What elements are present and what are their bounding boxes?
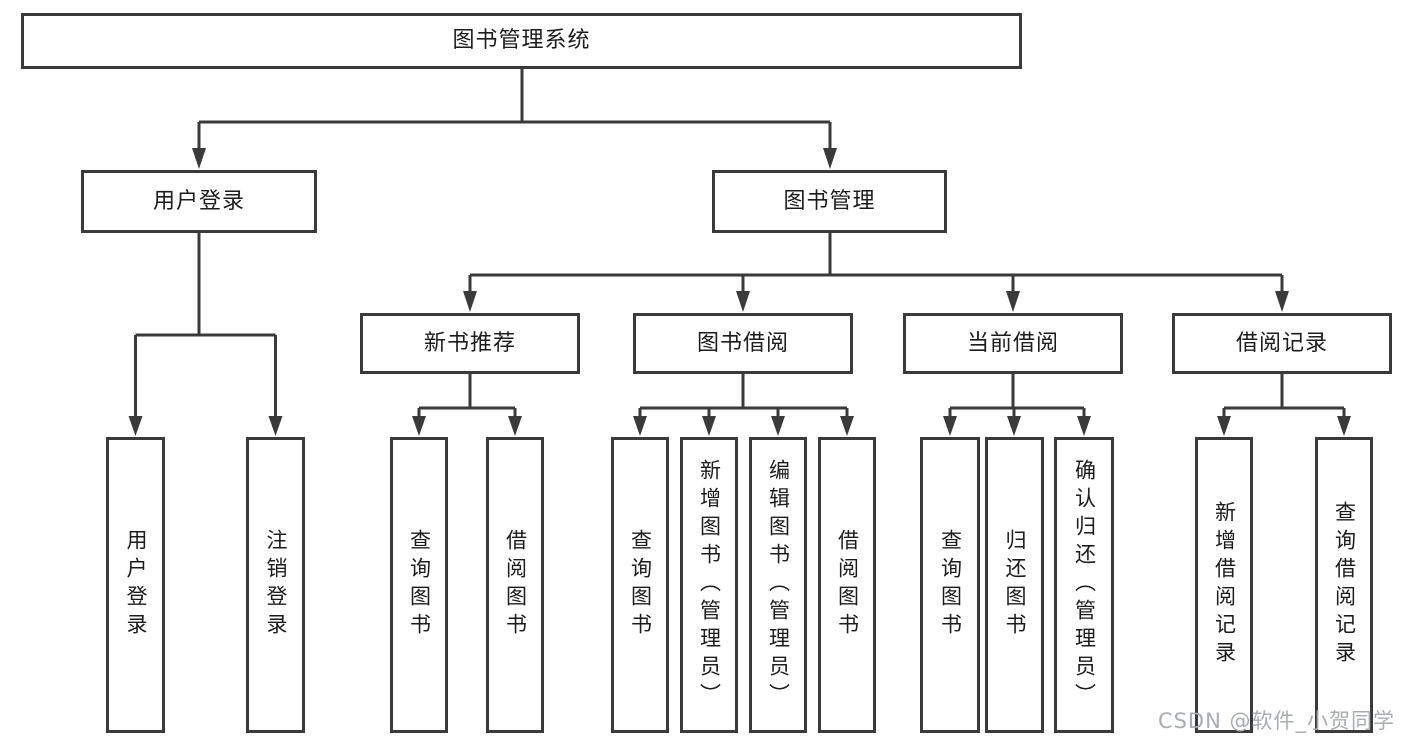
- connector-book-mgmt-branch: [468, 233, 1284, 293]
- node-book-management: 图书管理: [712, 170, 947, 233]
- leaf-user-login: 用户登录: [106, 437, 165, 733]
- leaf-query-books-recommend: 查询图书: [390, 437, 448, 733]
- connector-borrow-branch: [638, 374, 849, 418]
- arrowhead: [1006, 291, 1020, 312]
- leaf-query-borrow-record: 查询借阅记录: [1315, 437, 1373, 733]
- leaf-logout: 注销登录: [246, 437, 305, 733]
- arrowhead: [463, 291, 477, 312]
- leaf-add-borrow-record: 新增借阅记录: [1195, 437, 1253, 733]
- leaf-add-book-admin: 新增图书（管理员）: [680, 437, 738, 733]
- arrowhead: [192, 148, 206, 169]
- arrowhead: [823, 148, 837, 169]
- node-current-borrow: 当前借阅: [903, 313, 1123, 374]
- arrowhead: [771, 416, 785, 436]
- node-root-system: 图书管理系统: [21, 13, 1022, 69]
- connector-recommend-branch: [417, 374, 517, 418]
- arrowhead: [1275, 291, 1289, 312]
- arrowhead: [1217, 416, 1231, 436]
- node-borrow-records: 借阅记录: [1172, 313, 1392, 374]
- node-book-borrow: 图书借阅: [633, 313, 853, 374]
- arrowhead: [702, 416, 716, 436]
- arrowhead: [1337, 416, 1351, 436]
- arrowhead: [268, 416, 283, 436]
- arrowhead: [412, 416, 426, 436]
- arrowhead: [840, 416, 854, 436]
- node-new-book-recommend: 新书推荐: [360, 313, 580, 374]
- leaf-confirm-return-admin: 确认归还（管理员）: [1054, 437, 1114, 733]
- connector-user-login-branch: [134, 233, 277, 417]
- leaf-query-books-borrow: 查询图书: [611, 437, 669, 733]
- arrowhead: [1007, 416, 1021, 436]
- connector-root-branch: [197, 69, 832, 150]
- connector-records-branch: [1222, 374, 1346, 418]
- leaf-borrow-books: 借阅图书: [818, 437, 876, 733]
- leaf-edit-book-admin: 编辑图书（管理员）: [749, 437, 807, 733]
- arrowhead: [128, 416, 143, 436]
- leaf-query-books-current: 查询图书: [920, 437, 980, 733]
- arrowhead: [736, 291, 750, 312]
- arrowhead: [1077, 416, 1091, 436]
- arrowhead: [508, 416, 522, 436]
- leaf-return-book: 归还图书: [985, 437, 1044, 733]
- connector-current-branch: [948, 374, 1086, 418]
- arrowhead: [943, 416, 957, 436]
- leaf-borrow-books-recommend: 借阅图书: [486, 437, 544, 733]
- node-user-login: 用户登录: [81, 170, 317, 233]
- arrowhead: [633, 416, 647, 436]
